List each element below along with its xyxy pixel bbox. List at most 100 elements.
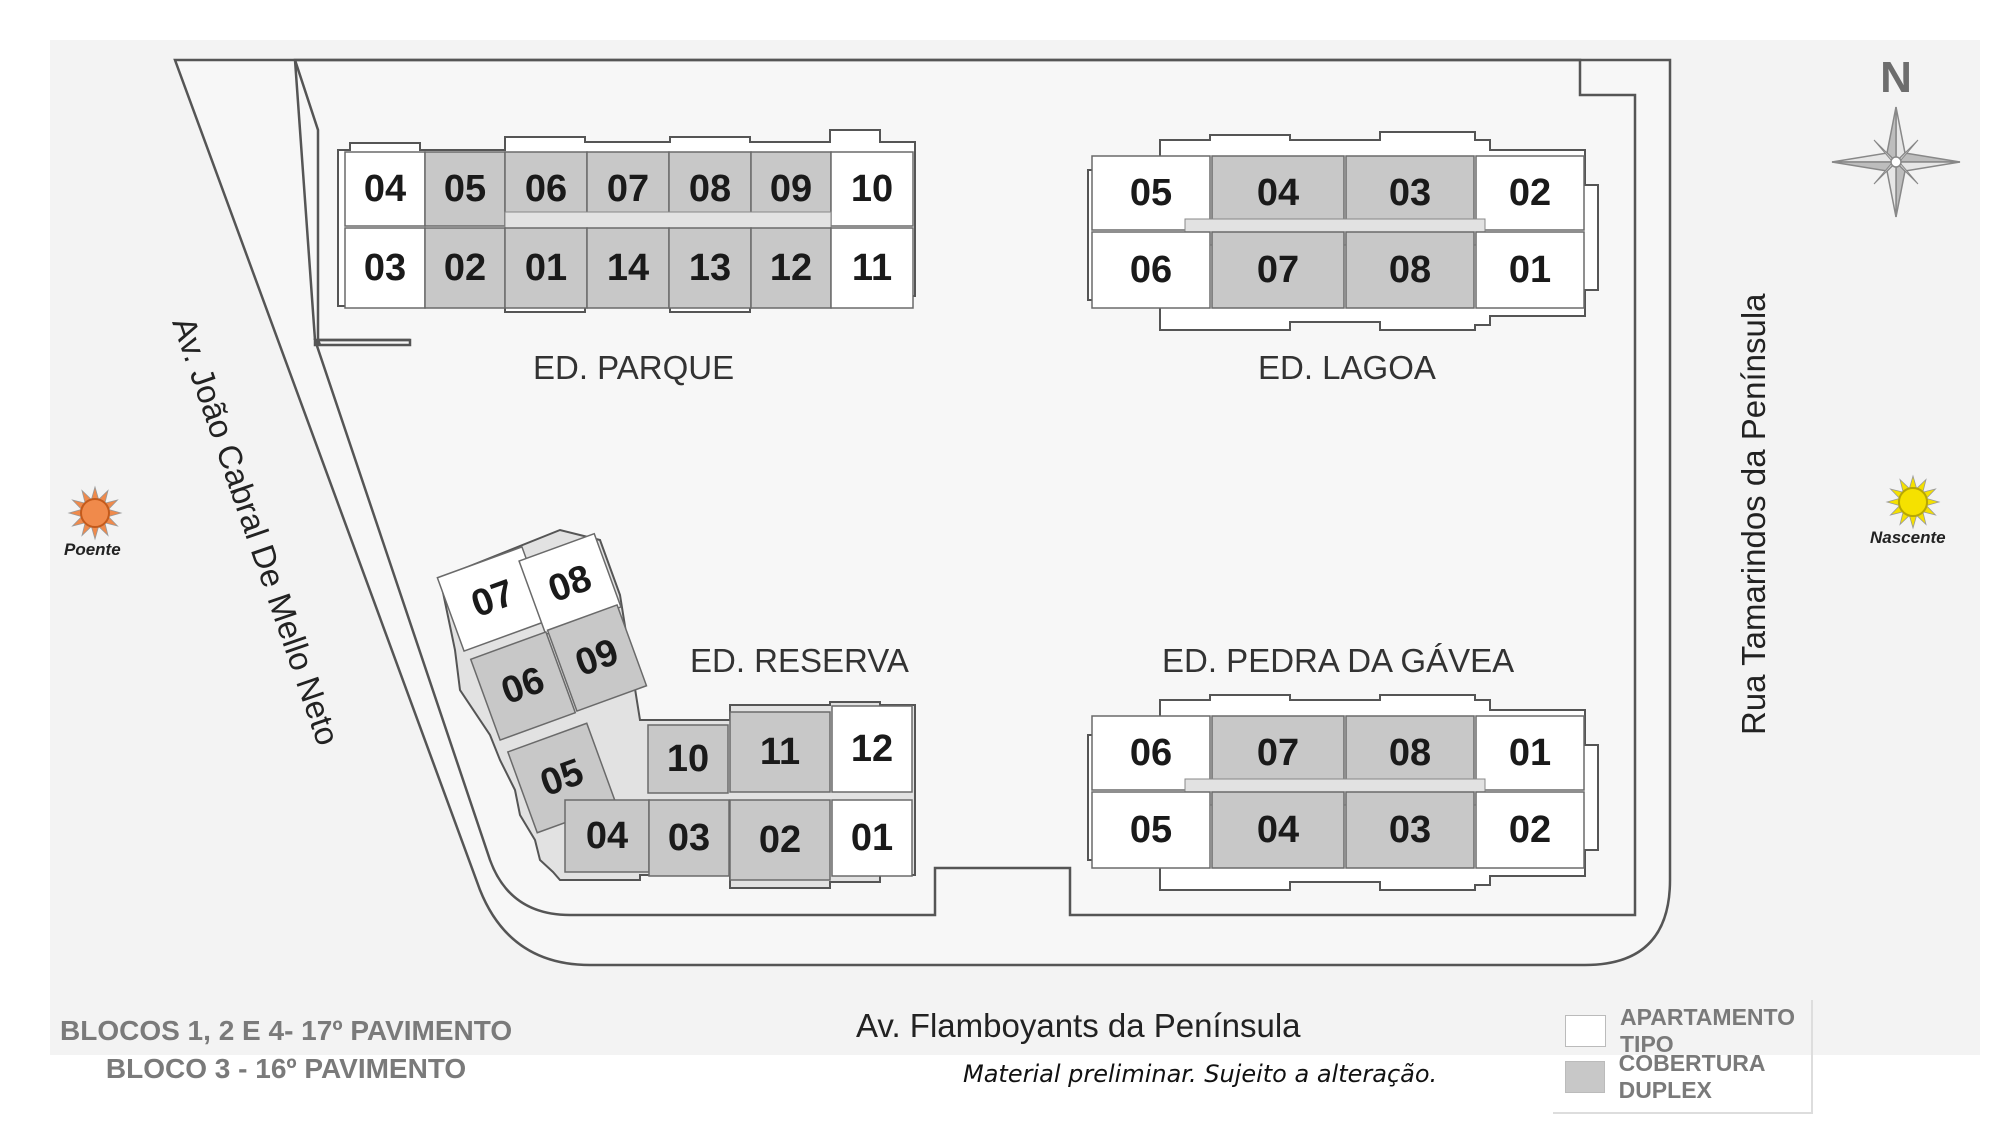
sun-west-label: Poente	[64, 540, 121, 559]
unit-cell	[424, 227, 506, 309]
street-label-east: Rua Tamarindos da Península	[1735, 293, 1772, 735]
unit-reserva-10: 10	[647, 724, 729, 794]
unit-cell	[1211, 791, 1345, 869]
unit-parque-13: 13	[668, 227, 752, 309]
unit-reserva-06: 06	[469, 630, 577, 742]
unit-cell	[504, 227, 588, 309]
unit-cell	[729, 711, 831, 793]
unit-cell	[1345, 715, 1475, 791]
unit-parque-03: 03	[344, 227, 426, 309]
building-label-reserva: ED. RESERVA	[690, 642, 909, 679]
unit-number: 05	[444, 168, 486, 210]
unit-number: 03	[1389, 172, 1431, 214]
unit-parque-10: 10	[830, 151, 914, 227]
compass-rose-icon	[1831, 106, 1961, 218]
street-label-south: Av. Flamboyants da Península	[856, 1007, 1301, 1044]
unit-cell	[469, 630, 577, 742]
unit-lagoa-08: 08	[1345, 231, 1475, 309]
unit-lagoa-02: 02	[1475, 155, 1585, 231]
unit-reserva-07: 07	[436, 545, 550, 653]
unit-cell	[831, 799, 913, 877]
legend-label-tipo: APARTAMENTO TIPO	[1620, 1004, 1796, 1057]
unit-number: 03	[668, 817, 710, 859]
unit-number: 09	[770, 168, 812, 210]
unit-pedra-05: 05	[1091, 791, 1211, 869]
unit-number: 07	[607, 168, 649, 210]
unit-cell	[1345, 231, 1475, 309]
unit-number: 12	[770, 247, 812, 289]
unit-cell	[830, 227, 914, 309]
legend-swatch-tipo	[1565, 1015, 1606, 1047]
unit-reserva-03: 03	[648, 799, 730, 877]
unit-pedra-08: 08	[1345, 715, 1475, 791]
unit-reserva-04: 04	[564, 799, 650, 873]
unit-parque-01: 01	[504, 227, 588, 309]
unit-reserva-01: 01	[831, 799, 913, 877]
unit-cell	[1211, 715, 1345, 791]
unit-number: 06	[525, 168, 567, 210]
unit-number: 01	[1509, 732, 1551, 774]
unit-number: 14	[607, 247, 649, 289]
sun-east-label: Nascente	[1870, 528, 1946, 547]
unit-cell	[1475, 791, 1585, 869]
unit-number: 05	[1130, 809, 1172, 851]
unit-lagoa-04: 04	[1211, 155, 1345, 231]
unit-number: 12	[851, 728, 893, 770]
preliminary-notice: Material preliminar. Sujeito a alteração…	[963, 1060, 1438, 1088]
unit-number: 03	[1389, 809, 1431, 851]
floor-info: BLOCOS 1, 2 E 4- 17º PAVIMENTO BLOCO 3 -…	[60, 1012, 512, 1088]
building-label-pedra: ED. PEDRA DA GÁVEA	[1162, 642, 1514, 679]
legend-item-duplex: COBERTURA DUPLEX	[1565, 1050, 1811, 1103]
unit-cell	[648, 799, 730, 877]
unit-cell	[1475, 155, 1585, 231]
sun-east-icon	[1885, 474, 1941, 530]
unit-cell	[647, 724, 729, 794]
unit-lagoa-03: 03	[1345, 155, 1475, 231]
unit-number: 13	[689, 247, 731, 289]
unit-cell	[586, 227, 670, 309]
unit-reserva-02: 02	[729, 799, 831, 881]
unit-lagoa-07: 07	[1211, 231, 1345, 309]
compass-north-label: N	[1880, 53, 1912, 102]
unit-number: 01	[1509, 249, 1551, 291]
unit-pedra-04: 04	[1211, 791, 1345, 869]
unit-cell	[831, 705, 913, 793]
inner-lot-boundary	[293, 58, 1637, 917]
unit-cell	[830, 151, 914, 227]
legend-swatch-duplex	[1565, 1061, 1605, 1093]
unit-pedra-07: 07	[1211, 715, 1345, 791]
sun-west-icon	[67, 485, 123, 541]
unit-number: 07	[1257, 249, 1299, 291]
unit-parque-02: 02	[424, 227, 506, 309]
unit-number: 02	[1509, 809, 1551, 851]
unit-number: 07	[1257, 732, 1299, 774]
unit-cell	[729, 799, 831, 881]
unit-number: 04	[364, 168, 406, 210]
unit-cell	[1211, 231, 1345, 309]
unit-parque-12: 12	[750, 227, 832, 309]
unit-number: 04	[1257, 809, 1299, 851]
unit-cell	[564, 799, 650, 873]
unit-number: 05	[1130, 172, 1172, 214]
unit-number: 01	[525, 247, 567, 289]
unit-cell	[1345, 791, 1475, 869]
building-label-parque: ED. PARQUE	[533, 349, 734, 386]
unit-number: 10	[851, 168, 893, 210]
unit-number: 02	[444, 247, 486, 289]
unit-number: 11	[760, 731, 800, 773]
unit-number: 11	[852, 247, 892, 289]
unit-lagoa-06: 06	[1091, 231, 1211, 309]
unit-cell	[1091, 155, 1211, 231]
unit-parque-04: 04	[344, 151, 426, 227]
unit-cell	[668, 227, 752, 309]
unit-pedra-06: 06	[1091, 715, 1211, 791]
legend: APARTAMENTO TIPO COBERTURA DUPLEX	[1553, 1000, 1813, 1114]
building-label-lagoa: ED. LAGOA	[1258, 349, 1436, 386]
unit-lagoa-01: 01	[1475, 231, 1585, 309]
unit-number: 01	[851, 817, 893, 859]
unit-reserva-11: 11	[729, 711, 831, 793]
unit-cell	[1091, 231, 1211, 309]
unit-number: 06	[1130, 732, 1172, 774]
unit-cell	[1475, 231, 1585, 309]
